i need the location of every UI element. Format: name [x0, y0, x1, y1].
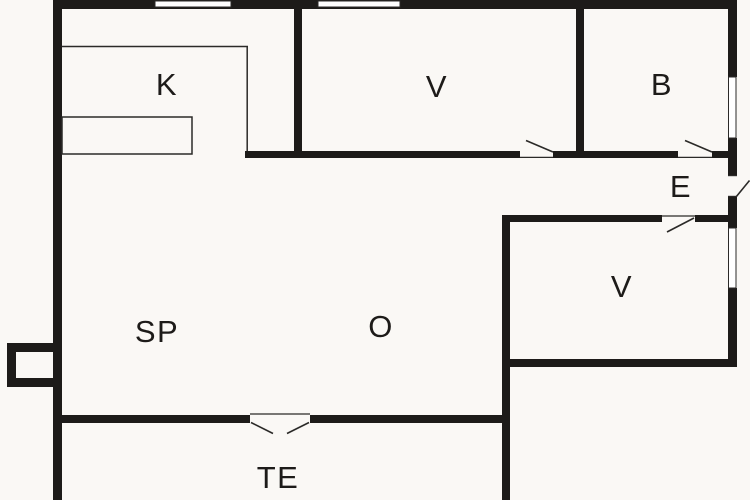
wall-interior-upper-seg1 — [245, 151, 520, 158]
wall-exterior-left — [53, 0, 62, 500]
wall-interior-upper-seg3 — [712, 151, 737, 158]
door-swing-terrace-right — [286, 421, 310, 435]
wall-bedroom-right-bottom — [502, 359, 737, 367]
room-label-living: O — [368, 309, 394, 344]
room-label-kitchen: K — [156, 67, 178, 102]
door-swing-bedroom-top — [525, 139, 554, 153]
wall-terrace-top-left-seg — [53, 415, 250, 423]
door-swing-terrace-left — [250, 421, 274, 435]
room-label-bathroom: B — [651, 67, 673, 102]
wall-divider-v-b — [576, 9, 584, 158]
kitchen-counter — [61, 116, 193, 155]
wall-central-vertical — [502, 215, 510, 500]
wall-exterior-right-seg1 — [728, 9, 737, 77]
window-right-bathroom — [728, 76, 737, 139]
wall-divider-k-v — [294, 9, 302, 158]
room-label-entrance: E — [670, 169, 692, 204]
window-top-kitchen — [154, 0, 232, 8]
wall-exterior-right-seg4 — [728, 288, 737, 367]
wall-terrace-top-right-seg — [310, 415, 510, 423]
chimney-bump-inner — [16, 352, 53, 378]
room-label-bedroom-right: V — [611, 269, 633, 304]
room-label-sp: SP — [135, 314, 179, 349]
door-swing-bedroom-right — [666, 217, 695, 233]
wall-interior-upper-seg2 — [553, 151, 678, 158]
room-label-terrace: TE — [257, 460, 300, 495]
window-top-bedroom — [317, 0, 401, 8]
wall-entry-lower-seg1 — [502, 215, 662, 222]
wall-entry-lower-seg2 — [695, 215, 737, 222]
door-swing-entry — [735, 179, 750, 198]
room-label-bedroom-top: V — [426, 69, 448, 104]
window-right-bedroom — [728, 227, 737, 289]
door-swing-bathroom — [684, 139, 713, 153]
wall-exterior-right-seg3 — [728, 197, 737, 228]
